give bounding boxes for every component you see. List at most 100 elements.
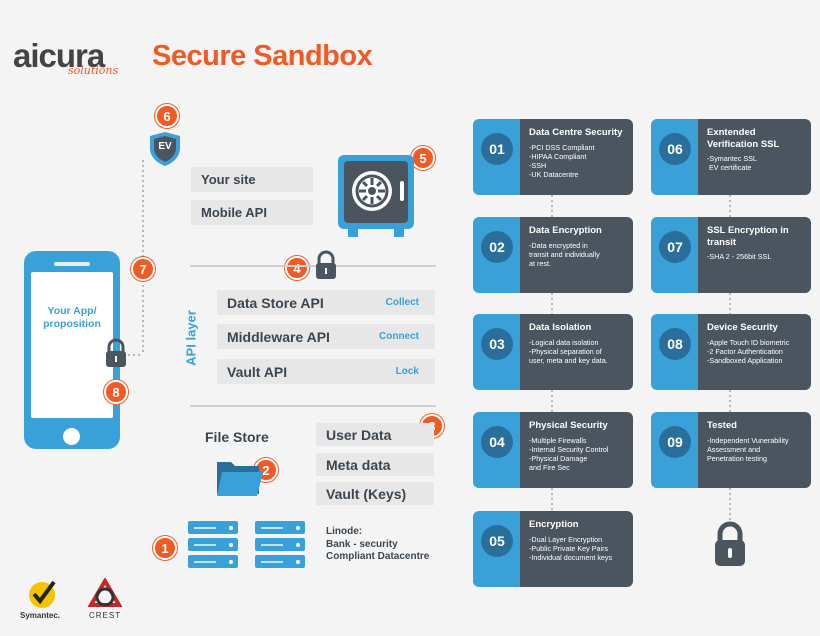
feature-card-05: 05 Encryption -Dual Layer Encryption -Pu… [473, 511, 633, 587]
card-line: -Apple Touch ID biometric [707, 337, 790, 347]
card-title: Device Security [707, 322, 778, 333]
datacentre-line: Compliant Datacentre [326, 551, 430, 562]
file-store-label: File Store [205, 429, 269, 445]
symantec-brand: Symantec. [20, 611, 61, 620]
card-line: -Dual Layer Encryption [529, 534, 603, 544]
api-row-action: Connect [379, 331, 419, 342]
card-line: Penetration testing [707, 453, 767, 463]
datacentre-line: Linode: [326, 526, 363, 537]
card-line: -Physical separation of [529, 346, 602, 356]
card-line: -SSH [529, 160, 547, 170]
ev-shield-icon [150, 132, 180, 166]
card-line: -Independent Vunerability [707, 435, 789, 445]
step-badge-7: 7 [131, 257, 155, 281]
card-number: 01 [481, 133, 513, 165]
card-title: Tested [707, 420, 737, 431]
card-line: -Data encrypted in [529, 240, 588, 250]
host-mobile-api: Mobile API [191, 200, 313, 225]
card-line: -Individual document keys [529, 552, 613, 562]
card-number: 02 [481, 231, 513, 263]
feature-card-08: 08 Device Security -Apple Touch ID biome… [651, 314, 811, 390]
datacentre-line: Bank - security [326, 538, 398, 550]
padlock-icon [106, 338, 126, 367]
symantec-check-icon [29, 580, 56, 608]
server-icon [188, 555, 238, 568]
card-number: 07 [659, 231, 691, 263]
host-your-site: Your site [191, 167, 313, 192]
feature-card-03: 03 Data Isolation -Logical data isolatio… [473, 314, 633, 390]
server-icon [255, 521, 305, 534]
card-line: transit and individually [529, 249, 600, 259]
vault-safe-icon [338, 155, 414, 237]
card-number: 09 [659, 426, 691, 458]
feature-card-09: 09 Tested -Independent Vunerability Asse… [651, 412, 811, 488]
card-number: 03 [481, 328, 513, 360]
card-line: -Public Private Key Pairs [529, 543, 609, 553]
feature-card-04: 04 Physical Security -Multiple Firewalls… [473, 412, 633, 488]
card-number: 06 [659, 133, 691, 165]
api-row-middleware: Middleware API Connect [217, 324, 435, 349]
card-line: -HIPAA Compliant [529, 151, 587, 161]
card-title: SSL Encryption in transit [707, 225, 789, 248]
card-line: Assessment and [707, 444, 761, 454]
card-line: -Multiple Firewalls [529, 435, 587, 445]
card-line: -2 Factor Authentication [707, 346, 783, 356]
file-store-item-meta-data: Meta data [316, 453, 434, 476]
step-badge-6: 6 [155, 104, 179, 128]
logo-tagline: solutions [68, 64, 119, 77]
crest-logo-icon [88, 578, 122, 607]
card-line: -Internal Security Control [529, 444, 609, 454]
feature-card-01: 01 Data Centre Security -PCI DSS Complia… [473, 119, 633, 195]
card-line: -PCI DSS Compliant [529, 142, 595, 152]
card-line: -Sandboxed Application [707, 355, 783, 365]
api-row-name: Middleware API [227, 328, 330, 345]
api-layer-label-text: API layer [183, 310, 199, 366]
feature-card-06: 06 Exntended Verification SSL -Symantec … [651, 119, 811, 195]
card-title: Exntended Verification SSL [707, 127, 780, 150]
card-title: Encryption [529, 519, 579, 530]
phone-label-line2: proposition [43, 318, 101, 330]
padlock-icon-api [316, 250, 336, 279]
card-number: 05 [481, 525, 513, 557]
step-badge-4: 4 [285, 256, 309, 280]
api-row-name: Data Store API [227, 294, 324, 311]
card-line: and Fire Sec [529, 462, 570, 472]
card-number: 08 [659, 328, 691, 360]
card-line: -UK Datacentre [529, 169, 579, 179]
card-line: -Symantec SSL [707, 154, 757, 163]
server-icon [255, 538, 305, 551]
api-row-name: Vault API [227, 363, 288, 380]
page-title: Secure Sandbox [152, 40, 373, 72]
step-badge-1: 1 [153, 536, 177, 560]
api-layer-label: API layer [176, 298, 206, 378]
card-line: at rest. [529, 258, 551, 268]
api-row-action: Collect [385, 297, 419, 308]
api-row-vault: Vault API Lock [217, 359, 435, 384]
card-line: -Physical Damage [529, 453, 588, 463]
card-line: user, meta and key data. [529, 355, 608, 365]
section-divider-bottom [190, 405, 436, 407]
phone-speaker [54, 262, 90, 266]
feature-card-02: 02 Data Encryption -Data encrypted in tr… [473, 217, 633, 293]
padlock-icon-large [715, 521, 745, 566]
card-title: Physical Security [529, 420, 608, 431]
card-title: Data Encryption [529, 225, 602, 236]
crest-brand: CREST [89, 611, 122, 620]
datacentre-label: Linode: Bank - security Compliant Datace… [326, 526, 429, 564]
logo-wordmark: aicura [13, 37, 105, 74]
api-row-data-store: Data Store API Collect [217, 290, 435, 315]
step-badge-5: 5 [411, 146, 435, 170]
phone-home-button [63, 428, 80, 445]
server-icon [188, 521, 238, 534]
server-icon [188, 538, 238, 551]
card-line: -Logical data isolation [529, 337, 599, 347]
section-divider-top [190, 265, 436, 267]
ev-label: EV [158, 141, 172, 152]
server-icon [255, 555, 305, 568]
card-line: EV certificate [707, 163, 752, 172]
api-row-action: Lock [395, 366, 419, 377]
file-store-item-user-data: User Data [316, 423, 434, 446]
folder-icon [217, 462, 263, 496]
phone-label: Your App/ proposition [31, 305, 113, 331]
